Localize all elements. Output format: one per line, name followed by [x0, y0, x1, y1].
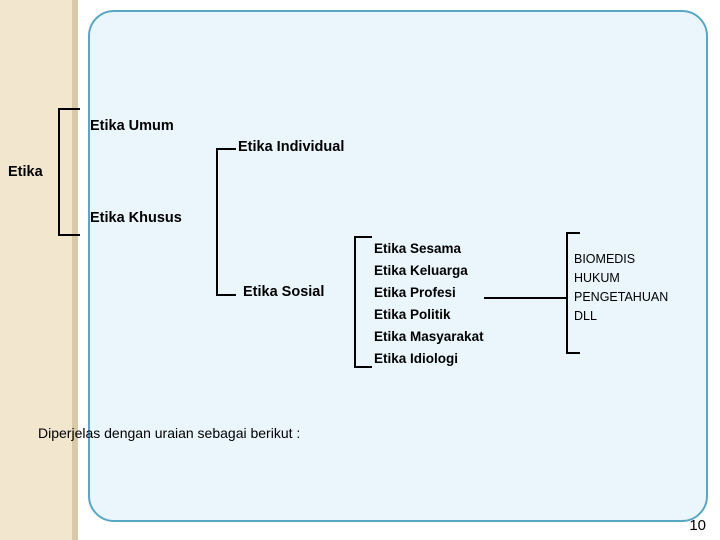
social-item-0: Etika Sesama: [374, 241, 462, 256]
social-item-2: Etika Profesi: [374, 285, 456, 300]
content-panel: [88, 10, 708, 522]
profession-item-0: BIOMEDIS: [574, 252, 636, 266]
profession-item-2: PENGETAHUAN: [574, 290, 669, 304]
social-item-4: Etika Masyarakat: [374, 329, 484, 344]
profession-item-1: HUKUM: [574, 271, 620, 285]
profession-item-3: DLL: [574, 309, 597, 323]
branch-etika-umum: Etika Umum: [90, 118, 174, 134]
social-item-1: Etika Keluarga: [374, 263, 468, 278]
page-number: 10: [689, 517, 706, 534]
left-band-edge: [72, 0, 78, 540]
profesi-bracket: [566, 232, 580, 354]
left-decorative-band: [0, 0, 78, 540]
root-bracket: [58, 108, 80, 236]
social-item-5: Etika Idiologi: [374, 351, 459, 366]
sosial-bracket: [354, 236, 372, 368]
footer-note: Diperjelas dengan uraian sebagai berikut…: [38, 425, 301, 441]
khusus-bracket: [216, 148, 236, 296]
branch-etika-khusus: Etika Khusus: [90, 210, 182, 226]
social-item-3: Etika Politik: [374, 307, 451, 322]
profesi-connector: [484, 297, 568, 299]
root-label-etika: Etika: [8, 164, 43, 180]
branch-etika-individual: Etika Individual: [238, 139, 345, 155]
branch-etika-sosial: Etika Sosial: [243, 284, 325, 300]
